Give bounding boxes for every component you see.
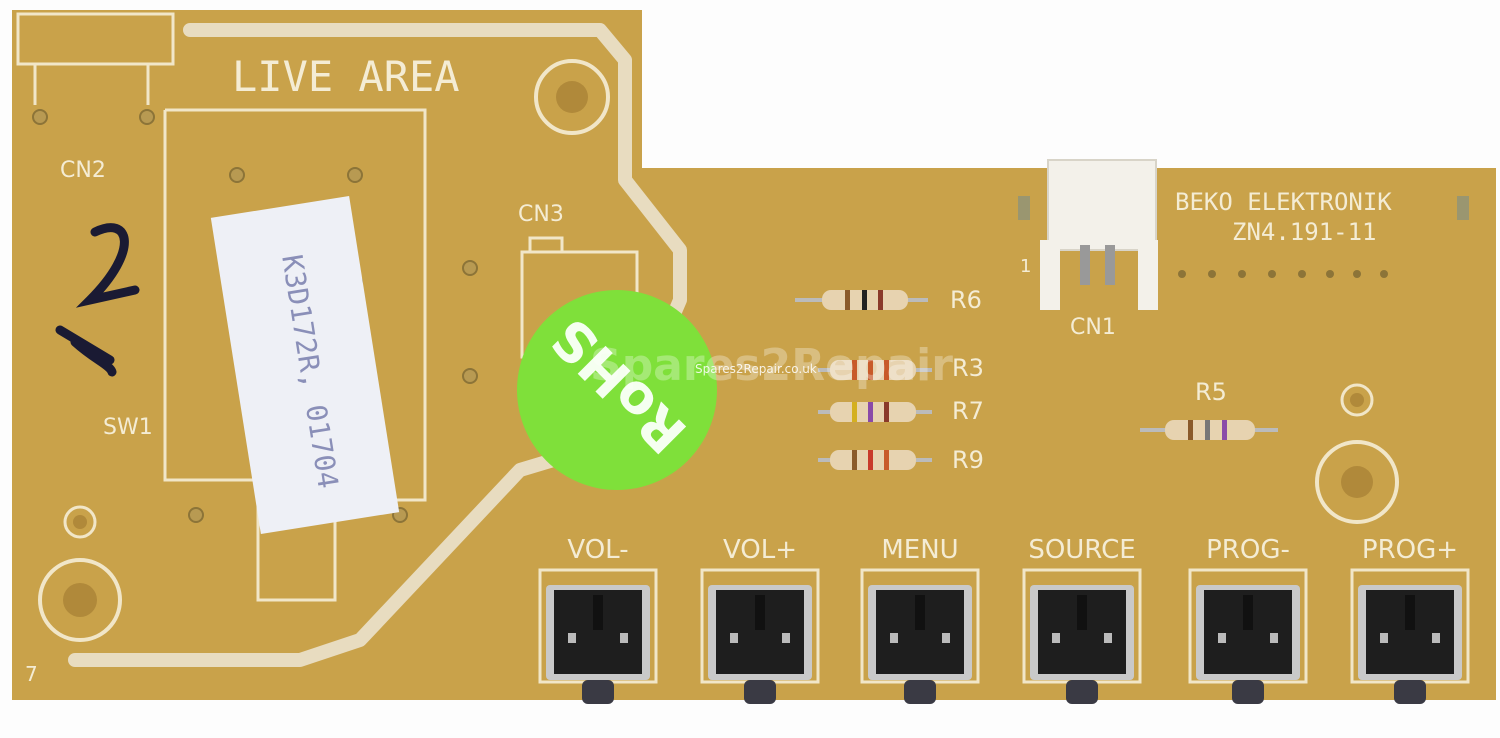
r7-label: R7 — [952, 397, 984, 425]
sw1-label: SW1 — [103, 415, 153, 440]
cn3-label: CN3 — [518, 202, 564, 227]
resistor-r9 — [818, 450, 932, 470]
cn2-label: CN2 — [60, 158, 106, 183]
button-label: VOL+ — [722, 535, 798, 565]
live-area-trace — [68, 23, 687, 667]
cn1-connector — [1047, 159, 1157, 251]
r5-label: R5 — [1195, 378, 1227, 406]
r6-label: R6 — [950, 286, 982, 314]
tact-switch-prog-minusplus[interactable] — [1350, 568, 1470, 704]
r9-label: R9 — [952, 446, 984, 474]
button-label: SOURCE — [1028, 535, 1136, 565]
button-label: PROG- — [1206, 535, 1290, 565]
part-label-text: K3D172R, 01704 — [275, 252, 345, 491]
button-label: PROG+ — [1361, 535, 1459, 565]
cn1-pin1-label: 1 — [1020, 256, 1032, 277]
resistor-r6 — [795, 290, 928, 310]
handwritten-mark — [55, 223, 140, 377]
cn1-label: CN1 — [1070, 315, 1116, 340]
part-number-label: ZN4.191-11 — [1232, 218, 1377, 246]
corner-mark: 7 — [25, 662, 38, 686]
watermark: Spares2Repair — [590, 340, 953, 391]
tact-switch-prog-minus[interactable] — [1188, 568, 1308, 704]
button-label: VOL- — [567, 535, 629, 565]
cn2-outline — [16, 12, 175, 66]
resistor-r7 — [818, 402, 932, 422]
part-label-sticker — [210, 196, 400, 534]
r3-label: R3 — [952, 354, 984, 382]
tact-switch-vol-minusplus[interactable] — [700, 568, 820, 704]
resistor-r3 — [818, 360, 932, 380]
tact-switch-vol-minus[interactable] — [538, 568, 658, 704]
button-label: MENU — [881, 535, 959, 565]
rohs-sticker — [517, 290, 717, 490]
tact-switch-menu[interactable] — [860, 568, 980, 704]
resistor-r5 — [1140, 420, 1278, 440]
live-area-label: LIVE AREA — [232, 52, 460, 101]
sw1-outline — [163, 108, 427, 602]
manufacturer-label: BEKO ELEKTRONIK — [1175, 188, 1392, 216]
watermark-small: Spares2Repair.co.uk — [695, 362, 817, 376]
tact-switch-source[interactable] — [1022, 568, 1142, 704]
